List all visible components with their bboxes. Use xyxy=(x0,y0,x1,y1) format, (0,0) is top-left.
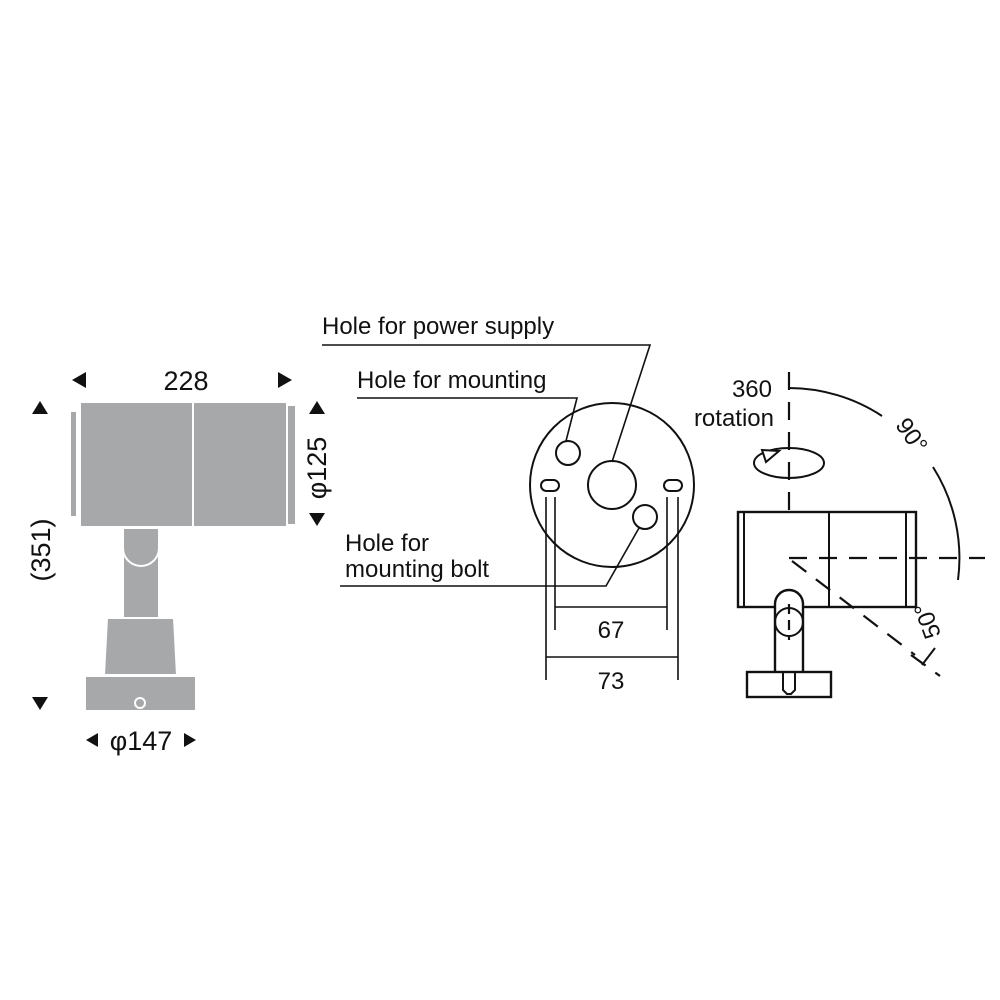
screw-hole xyxy=(134,697,146,709)
base-diameter-dimension: φ147 xyxy=(110,726,173,756)
head-body xyxy=(736,510,918,609)
tilt-arc xyxy=(788,387,883,417)
tilt-arc xyxy=(932,466,961,581)
callout-power-supply: Hole for power supply xyxy=(322,313,554,340)
front-view: 228 (351) φ125 φ147 xyxy=(26,366,332,756)
width-dimension: 228 xyxy=(163,366,208,396)
inner-dimension: 67 xyxy=(598,617,625,644)
mounting-slot-left xyxy=(540,479,560,492)
leader-line xyxy=(357,397,579,442)
arrow-right-icon xyxy=(184,733,196,747)
mounting-slot-right xyxy=(663,479,683,492)
base-plate xyxy=(84,675,197,712)
outer-dimension: 73 xyxy=(598,668,625,695)
arm-joint xyxy=(122,547,160,567)
base-housing xyxy=(102,617,179,676)
arrow-down-icon xyxy=(309,513,325,526)
rotation-arrow-icon xyxy=(760,448,782,464)
tilt-up-angle: 90° xyxy=(890,413,933,458)
head-body-right xyxy=(192,401,288,528)
base-plate xyxy=(745,670,833,699)
arrow-up-icon xyxy=(309,401,325,414)
lens-cap-right xyxy=(286,404,297,526)
tilt-limit-tick xyxy=(921,647,936,666)
mounting-bolt-hole xyxy=(632,504,658,530)
arrow-right-icon xyxy=(278,372,292,388)
rotation-icon xyxy=(753,447,825,479)
height-dimension: (351) xyxy=(26,518,56,581)
rotation-value: 360 xyxy=(732,376,772,403)
tilt-limit-line xyxy=(910,654,941,677)
arrow-down-icon xyxy=(32,697,48,710)
callout-mounting: Hole for mounting xyxy=(357,367,546,394)
rotation-label: rotation xyxy=(694,405,774,432)
arrow-left-icon xyxy=(86,733,98,747)
callout-mounting-bolt-line2: mounting bolt xyxy=(345,556,489,583)
head-body-left xyxy=(79,401,194,528)
callout-mounting-bolt-line1: Hole for xyxy=(345,530,429,557)
arrow-up-icon xyxy=(32,401,48,414)
leader-line xyxy=(340,527,640,587)
base-plate-outline xyxy=(529,402,695,568)
arm xyxy=(122,527,160,620)
tilt-axis xyxy=(791,560,916,656)
side-view: 360 rotation 90° 50° xyxy=(694,372,985,699)
leader-line xyxy=(322,344,652,463)
mounting-hole xyxy=(555,440,581,466)
power-supply-hole xyxy=(587,460,637,510)
head-diameter-dimension: φ125 xyxy=(302,437,332,500)
base-plate-view: Hole for power supply Hole for mounting … xyxy=(322,313,695,695)
arrow-left-icon xyxy=(72,372,86,388)
mounting-bolt xyxy=(782,672,796,695)
lens-cap-left xyxy=(69,410,78,518)
